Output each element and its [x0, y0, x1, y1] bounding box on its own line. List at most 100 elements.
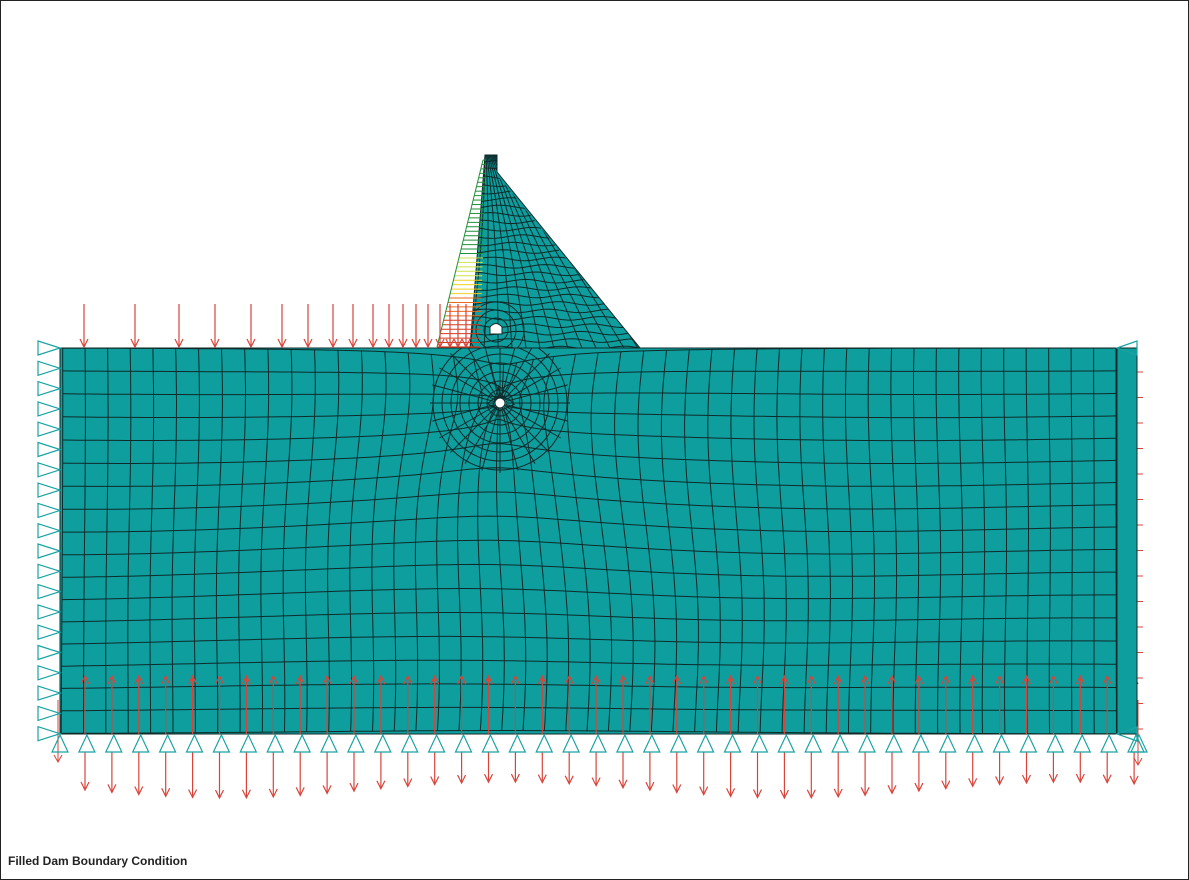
corner-arrow-head [1133, 757, 1143, 767]
uplift-arrow-head [1102, 674, 1112, 685]
pin-support-triangle [884, 733, 903, 753]
pin-support-triangle [1130, 733, 1148, 753]
pin-support-triangle [615, 733, 634, 753]
mesh-column-line [260, 349, 270, 733]
pin-support-triangle [1127, 733, 1145, 753]
pin-support-triangle [320, 733, 338, 753]
mesh-column-line [127, 348, 132, 734]
reaction-arrow-head [887, 785, 897, 795]
mesh-column-line [238, 348, 246, 733]
mesh-column-line [753, 348, 765, 733]
uplift-arrow-head [134, 674, 144, 685]
mesh-column-line [637, 350, 656, 732]
roller-support-triangle [37, 522, 62, 539]
mesh-column-line [83, 348, 86, 734]
right-support-strip [1116, 347, 1138, 735]
roller-support-triangle [37, 380, 62, 397]
uplift-arrow-head [806, 674, 816, 685]
mesh-column-line [1003, 348, 1007, 734]
reaction-arrow-head [672, 784, 682, 794]
mesh-column-line [414, 354, 435, 731]
pressure-arrow-head [210, 338, 220, 349]
mesh-column-line [436, 356, 459, 731]
uplift-arrow-head [618, 674, 628, 685]
pressure-arrow-head [445, 338, 455, 349]
pin-support-triangle [266, 733, 285, 753]
pin-support-triangle [535, 733, 554, 753]
reaction-arrow-head [268, 788, 278, 799]
surface-pressure-arrows [79, 304, 471, 349]
dam-mesh-row-line [470, 330, 640, 336]
pin-support-triangle [1100, 733, 1119, 753]
mesh-column-line [707, 349, 721, 733]
mesh-column-line [519, 359, 548, 731]
pin-support-triangle [131, 733, 150, 753]
hydrostatic-pressure-load [436, 159, 486, 348]
reaction-arrow-head [483, 773, 494, 784]
mesh-column-line [327, 350, 340, 732]
pin-support-triangle [400, 733, 419, 753]
pin-support-triangle [992, 733, 1011, 753]
reaction-arrow-head [1021, 774, 1032, 785]
pin-support-triangle [346, 733, 365, 753]
pressure-arrow-head [348, 338, 358, 349]
mesh-column-line [799, 348, 809, 733]
pressure-arrow-head [303, 338, 313, 349]
uplift-arrow-head [564, 674, 574, 685]
uplift-arrow-head [995, 674, 1005, 685]
uplift-arrow-head [1075, 674, 1085, 685]
mesh-radial-line [432, 384, 495, 402]
mesh-column-line [193, 348, 200, 733]
pressure-arrow-head [277, 338, 287, 349]
uplift-arrow-head [941, 674, 951, 685]
pin-support-triangle [965, 733, 984, 753]
pin-support-triangle [185, 733, 204, 753]
uplift-arrow-head [1048, 674, 1058, 685]
mesh-column-line [730, 349, 743, 733]
pin-support-triangle [669, 733, 688, 753]
roller-support-triangle [1115, 340, 1138, 356]
uplift-arrow-head [403, 674, 413, 685]
pin-support-triangle [104, 733, 123, 753]
reaction-arrow-head [699, 786, 709, 796]
pin-support-triangle [750, 733, 769, 753]
reaction-arrow-head [322, 785, 332, 795]
pressure-arrow-head [453, 338, 463, 349]
mesh-radial-line [501, 348, 516, 398]
reaction-arrow-head [403, 778, 413, 788]
mesh-radial-line [439, 367, 496, 401]
pressure-arrow-head [328, 338, 338, 349]
corner-arrow-head [53, 754, 63, 764]
uplift-arrow-head [779, 674, 789, 685]
uplift-arrow-head [887, 674, 897, 685]
roller-support-triangle [37, 360, 62, 377]
roller-support-triangle [37, 482, 62, 498]
reaction-arrow-head [752, 789, 763, 799]
roller-support-triangle [37, 705, 62, 722]
reaction-arrow-head [995, 776, 1005, 786]
reaction-arrow-head [376, 780, 386, 791]
uplift-arrow-head [726, 674, 736, 685]
mesh-radial-line [502, 407, 536, 464]
uplift-arrow-head [537, 674, 547, 685]
reaction-arrow-head [591, 777, 601, 787]
pin-support-triangle [373, 733, 392, 753]
reaction-arrow-head [214, 789, 225, 800]
pin-support-triangle [239, 733, 258, 753]
mesh-column-line [1048, 348, 1051, 734]
mesh-column-line [958, 348, 964, 734]
pressure-arrow-head [130, 338, 140, 349]
mesh-column-line [822, 348, 831, 733]
reaction-arrow-head [806, 789, 816, 800]
mesh-column-line [304, 349, 316, 732]
uplift-arrow-head [914, 674, 924, 685]
pin-support-triangle [51, 733, 69, 753]
reaction-arrow-head [968, 778, 978, 788]
pin-support-triangle [293, 733, 312, 753]
mesh-column-line [60, 348, 64, 734]
dam-mesh-column-line [489, 155, 541, 348]
reaction-arrow-head [914, 782, 924, 793]
reaction-arrow-head [295, 787, 305, 797]
uplift-arrow-head [968, 674, 978, 685]
